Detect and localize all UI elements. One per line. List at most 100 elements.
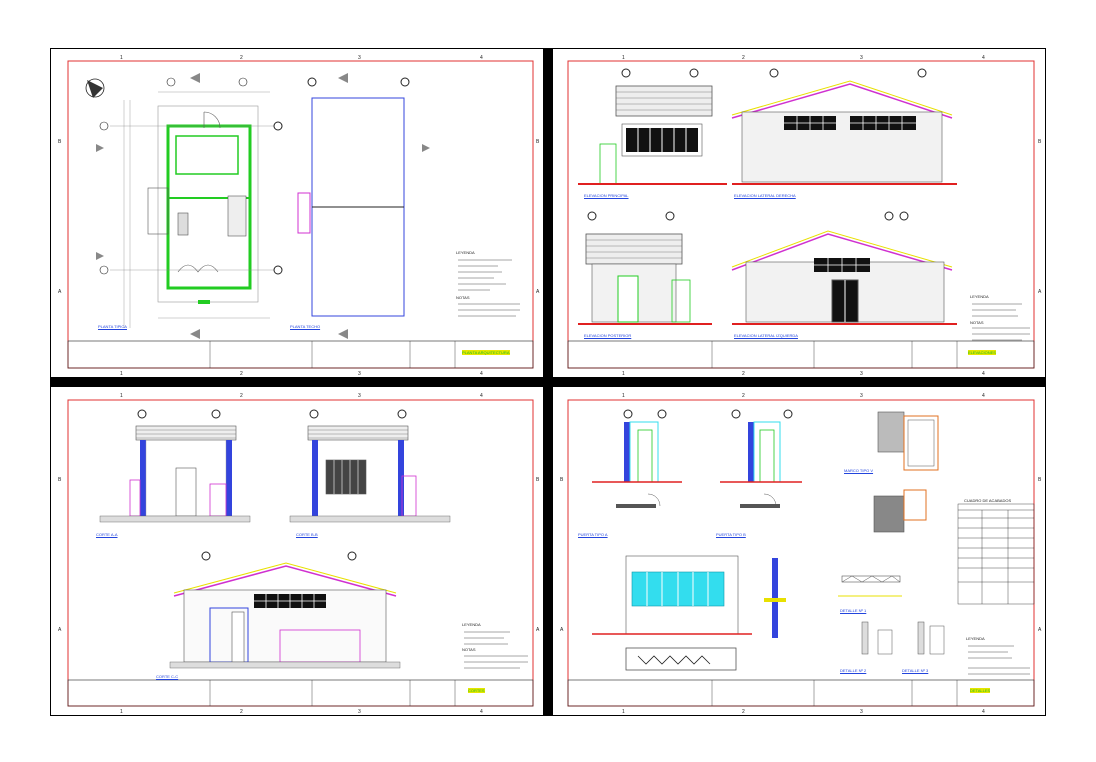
svg-text:1: 1 (120, 709, 123, 715)
svg-text:A: A (536, 627, 540, 633)
section-b-b (289, 409, 451, 523)
svg-text:3: 3 (860, 709, 863, 715)
svg-text:B: B (1038, 477, 1042, 483)
svg-text:1: 1 (622, 709, 625, 715)
small-details (838, 575, 945, 655)
title-block-label: DETALLES (970, 688, 991, 693)
svg-text:B: B (560, 477, 564, 483)
view-title: ELEVACION PRINCIPAL (584, 193, 629, 198)
svg-text:3: 3 (358, 393, 361, 399)
door-type-a-detail (592, 409, 682, 508)
view-title: ELEVACION POSTERIOR (584, 333, 632, 338)
svg-text:2: 2 (240, 371, 243, 377)
view-title: ELEVACION LATERAL DERECHA (734, 193, 796, 198)
svg-text:3: 3 (358, 709, 361, 715)
notes-title: NOTAS (970, 320, 984, 325)
legend-title: LEYENDA (462, 622, 481, 627)
svg-text:B: B (1038, 139, 1042, 145)
svg-text:1: 1 (120, 393, 123, 399)
svg-text:3: 3 (860, 371, 863, 377)
title-block-frame (567, 340, 1035, 369)
sheet-elevations: 1 2 3 4 1 2 3 4 B A (552, 48, 1046, 378)
svg-text:2: 2 (742, 55, 745, 61)
svg-text:2: 2 (240, 393, 243, 399)
schedule-title: CUADRO DE ACABADOS (964, 498, 1012, 503)
svg-text:4: 4 (982, 55, 985, 61)
notes-title: NOTAS (456, 295, 470, 300)
svg-text:4: 4 (982, 393, 985, 399)
svg-text:3: 3 (358, 371, 361, 377)
svg-text:1: 1 (622, 371, 625, 377)
title-block-frame (567, 679, 1035, 707)
svg-text:2: 2 (742, 393, 745, 399)
rear-elevation (578, 211, 712, 325)
sheet-divider-horizontal (50, 378, 1046, 386)
svg-text:1: 1 (622, 55, 625, 61)
svg-text:2: 2 (742, 371, 745, 377)
svg-text:4: 4 (982, 371, 985, 377)
section-a-a (99, 409, 251, 523)
view-title: ELEVACION LATERAL IZQUIERDA (734, 333, 798, 338)
legend-title: LEYENDA (456, 250, 475, 255)
svg-text:B: B (58, 477, 62, 483)
left-elevation (731, 211, 957, 325)
view-title: DETALLE Nº 2 (840, 668, 867, 673)
view-title: CORTE B-B (296, 532, 318, 537)
grid-number: 1 (120, 55, 123, 61)
frame-type-v-detail (873, 411, 939, 533)
legend-title: LEYENDA (970, 294, 989, 299)
front-elevation (578, 68, 727, 185)
legend-block (464, 631, 528, 669)
svg-text:4: 4 (982, 709, 985, 715)
title-block-label: PLANTA ARQUITECTURA (462, 350, 510, 355)
svg-text:3: 3 (860, 55, 863, 61)
svg-text:4: 4 (480, 393, 483, 399)
svg-text:A: A (1038, 289, 1042, 295)
svg-text:A: A (1038, 627, 1042, 633)
svg-text:A: A (560, 627, 564, 633)
notes-title: NOTAS (462, 647, 476, 652)
roof-plan (273, 73, 430, 339)
svg-text:4: 4 (480, 371, 483, 377)
svg-text:3: 3 (860, 393, 863, 399)
svg-text:A: A (58, 627, 62, 633)
floor-plan (96, 73, 280, 339)
view-title: PLANTA TECHO (290, 324, 321, 329)
svg-text:2: 2 (240, 709, 243, 715)
svg-text:B: B (58, 139, 62, 145)
legend-block (968, 645, 1030, 675)
finishes-schedule (957, 503, 1035, 605)
view-title: MARCO TIPO V (844, 468, 874, 473)
svg-text:2: 2 (240, 55, 243, 61)
svg-text:B: B (536, 477, 540, 483)
sheet-details: 1 2 3 4 1 2 3 4 B A B A (552, 386, 1046, 716)
view-title: PLANTA TIPICA (98, 324, 127, 329)
title-block-label: ELEVACIONES (968, 350, 996, 355)
legend-title: LEYENDA (966, 636, 985, 641)
view-title: DETALLE Nº 1 (840, 608, 867, 613)
svg-text:4: 4 (480, 709, 483, 715)
svg-text:4: 4 (480, 55, 483, 61)
svg-text:1: 1 (622, 393, 625, 399)
view-title: PUERTA TIPO A (578, 532, 608, 537)
window-detail (592, 555, 786, 671)
svg-text:B: B (536, 139, 540, 145)
view-title: CORTE C-C (156, 674, 179, 679)
view-title: DETALLE Nº 3 (902, 668, 929, 673)
svg-text:3: 3 (358, 55, 361, 61)
title-block-frame (67, 679, 534, 707)
legend-block (458, 259, 520, 317)
svg-text:A: A (536, 289, 540, 295)
view-title: PUERTA TIPO B (716, 532, 746, 537)
title-block-label: CORTES (468, 688, 485, 693)
right-elevation (731, 68, 957, 185)
door-type-b-detail (720, 409, 802, 508)
legend-block (972, 303, 1030, 341)
svg-text:1: 1 (120, 371, 123, 377)
section-c-c (169, 551, 401, 669)
svg-text:2: 2 (742, 709, 745, 715)
view-title: CORTE A-A (96, 532, 118, 537)
north-arrow-icon (85, 78, 105, 98)
